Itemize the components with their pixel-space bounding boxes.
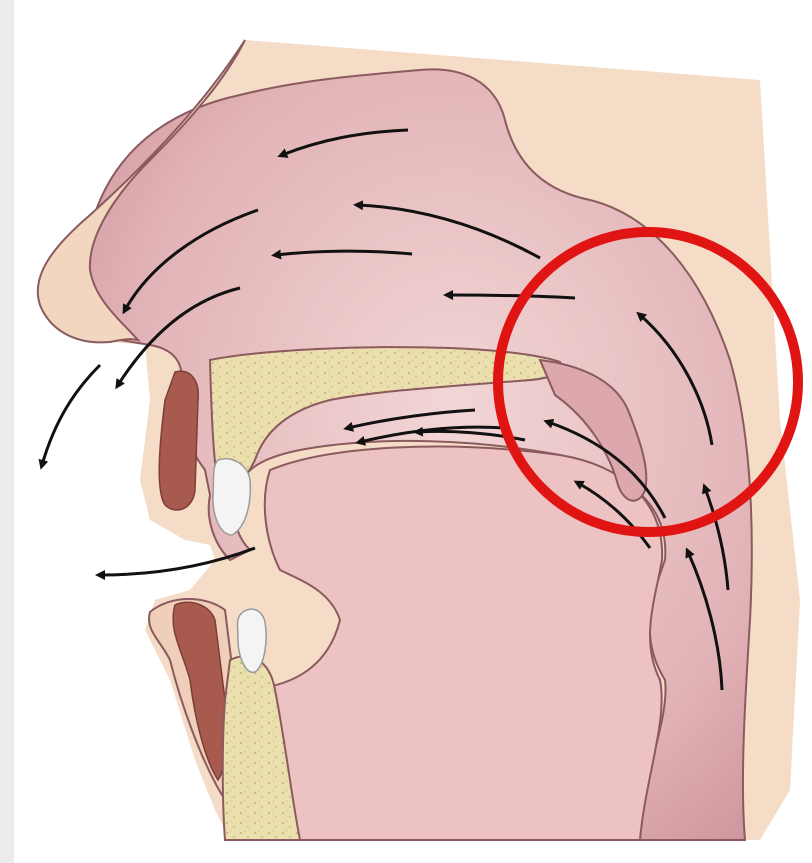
airflow-arrow xyxy=(42,365,100,465)
